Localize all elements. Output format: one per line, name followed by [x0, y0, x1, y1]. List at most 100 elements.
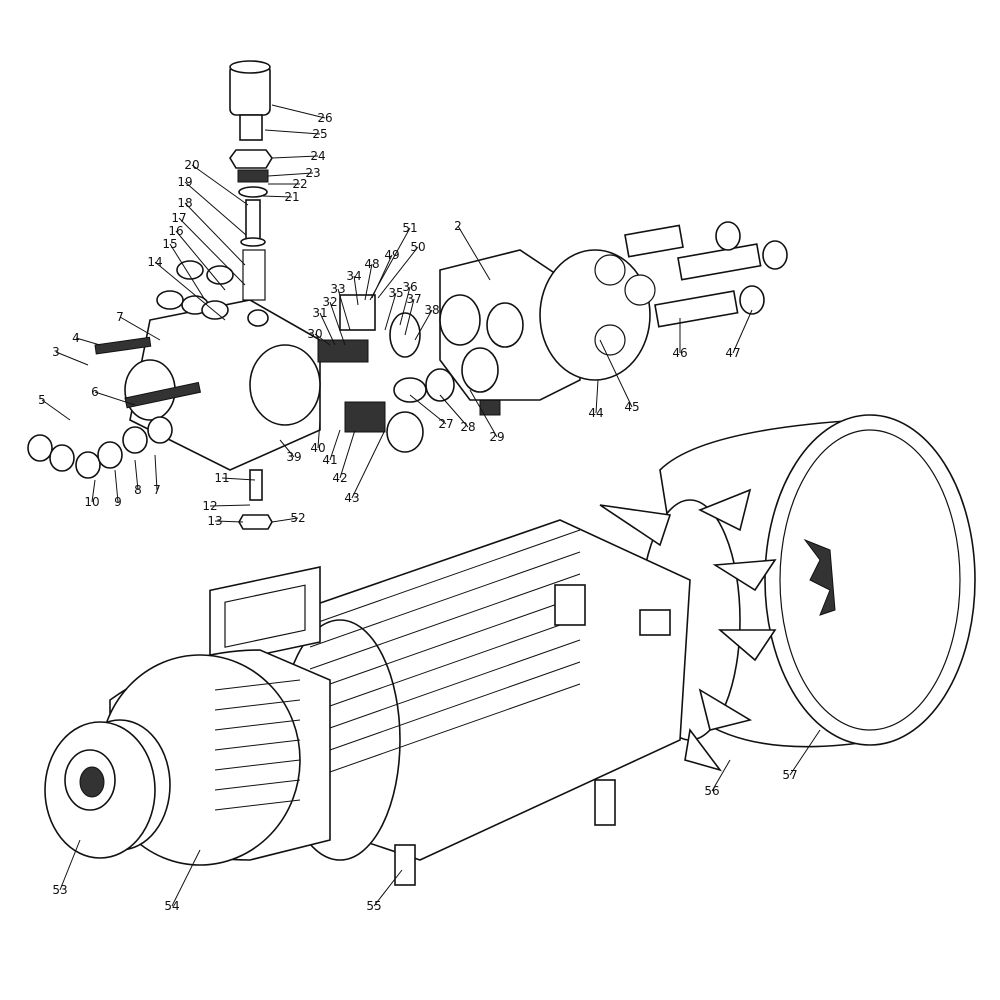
valve-cap	[122, 426, 148, 454]
part-label-42: 42	[332, 471, 347, 485]
unloader-valve	[229, 60, 273, 327]
leader-line	[271, 155, 319, 159]
part-label-9: 9	[114, 495, 122, 509]
part-label-47: 47	[725, 346, 740, 360]
cooling-fin	[309, 683, 581, 780]
leader-line	[439, 394, 469, 428]
part-label-6: 6	[91, 385, 99, 399]
part-label-41: 41	[322, 453, 337, 467]
part-label-36: 36	[402, 280, 417, 294]
part-label-31: 31	[312, 306, 327, 320]
part-label-52: 52	[290, 511, 305, 525]
part-label-16: 16	[168, 224, 183, 238]
part-label-48: 48	[364, 257, 379, 271]
leader-lines	[41, 104, 821, 907]
part-label-46: 46	[672, 346, 687, 360]
leader-line	[271, 104, 326, 119]
part-label-18: 18	[177, 196, 192, 210]
leader-line	[191, 164, 249, 206]
leader-line	[209, 504, 251, 507]
part-label-12: 12	[202, 499, 217, 513]
part-label-23: 23	[305, 166, 320, 180]
leader-line	[184, 181, 247, 236]
valve-cap	[97, 441, 123, 469]
part-label-24: 24	[310, 149, 325, 163]
leader-line	[119, 316, 161, 341]
valve-plug	[156, 290, 184, 310]
leader-line	[279, 439, 295, 458]
leader-line	[264, 129, 321, 135]
part-label-19: 19	[177, 175, 192, 189]
part-label-56: 56	[704, 784, 719, 798]
leader-line	[261, 195, 293, 198]
part-label-26: 26	[317, 111, 332, 125]
pump-manifold	[27, 260, 424, 530]
leader-line	[409, 394, 447, 425]
bell-rib	[214, 739, 301, 751]
leader-line	[384, 292, 397, 331]
part-label-37: 37	[406, 292, 421, 306]
valve-cap	[27, 434, 53, 462]
leader-line	[732, 309, 753, 354]
part-label-7: 7	[116, 310, 124, 324]
leader-line	[75, 337, 101, 346]
part-label-11: 11	[214, 471, 229, 485]
part-label-27: 27	[438, 417, 453, 431]
cooling-fin	[309, 617, 581, 714]
leader-line	[353, 275, 359, 306]
part-label-33: 33	[330, 282, 345, 296]
bell-rib	[214, 699, 301, 711]
leader-line	[337, 288, 351, 331]
leader-line	[457, 225, 491, 281]
bell-rib	[214, 719, 301, 731]
leader-line	[221, 477, 256, 481]
cooling-fin	[309, 573, 581, 670]
leader-line	[59, 839, 81, 891]
leader-line	[214, 520, 244, 523]
part-label-4: 4	[72, 331, 80, 345]
leader-line	[175, 230, 226, 291]
leader-line	[171, 849, 201, 907]
part-label-7: 7	[153, 483, 161, 497]
bell-rib	[214, 759, 301, 771]
valve-cap	[75, 451, 101, 479]
leader-line	[134, 459, 139, 491]
part-label-3: 3	[52, 345, 60, 359]
part-label-32: 32	[322, 295, 337, 309]
part-label-45: 45	[624, 400, 639, 414]
leader-line	[91, 479, 96, 503]
valve-cap	[49, 444, 75, 472]
part-label-17: 17	[171, 211, 186, 225]
leader-line	[314, 333, 331, 346]
part-label-44: 44	[588, 406, 603, 420]
part-label-38: 38	[424, 303, 439, 317]
cooling-fin	[309, 661, 581, 758]
bell-rib	[214, 679, 301, 691]
part-label-39: 39	[286, 450, 301, 464]
part-label-43: 43	[344, 491, 359, 505]
part-label-54: 54	[164, 899, 179, 913]
part-label-21: 21	[284, 190, 299, 204]
part-label-30: 30	[307, 327, 322, 341]
part-label-15: 15	[162, 237, 177, 251]
part-label-10: 10	[84, 495, 99, 509]
leader-line	[364, 263, 373, 301]
leader-line	[319, 312, 336, 346]
leader-line	[339, 429, 356, 479]
part-label-29: 29	[489, 430, 504, 444]
cooling-fin	[309, 639, 581, 736]
leader-line	[369, 227, 411, 301]
part-label-14: 14	[147, 255, 162, 269]
leader-line	[114, 469, 119, 503]
cooling-fin	[309, 551, 581, 648]
leader-line	[55, 351, 89, 366]
leader-line	[267, 172, 314, 177]
leader-line	[373, 869, 403, 907]
leader-line	[271, 517, 299, 523]
part-label-22: 22	[292, 177, 307, 191]
plunger-assembly	[317, 221, 788, 416]
leader-line	[377, 246, 419, 299]
part-label-20: 20	[184, 158, 199, 172]
